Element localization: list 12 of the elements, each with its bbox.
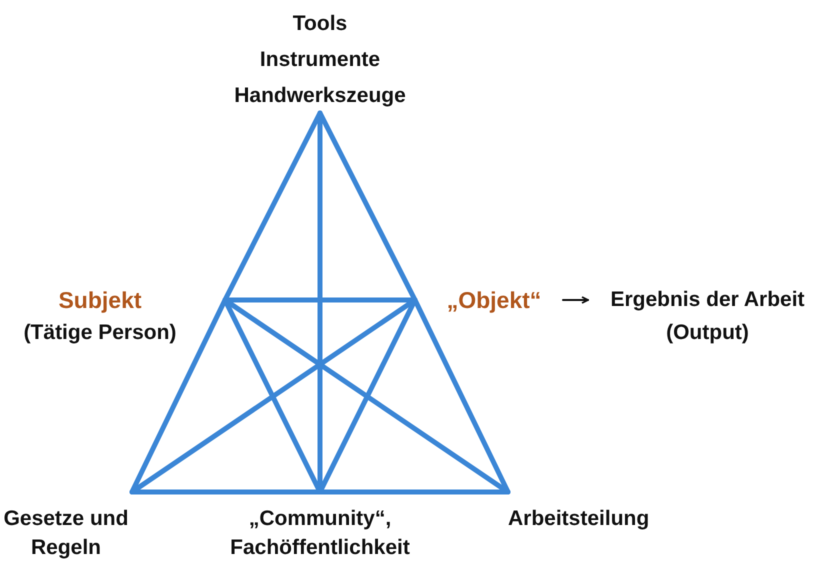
node-label: „Objekt“ (446, 286, 542, 315)
node-label: Ergebnis der Arbeit (610, 287, 805, 313)
connector-line (222, 298, 510, 494)
node-label: Gesetze und Regeln (2, 506, 130, 561)
connector-line (130, 298, 418, 494)
node-label: (Tätige Person) (24, 320, 176, 346)
node-label: „Community“, Fachöffentlichkeit (229, 506, 411, 561)
arrow (562, 296, 589, 304)
node-label: Subjekt (58, 286, 142, 315)
node-label: Arbeitsteilung (508, 506, 650, 532)
node-label: Tools Instrumente Handwerkszeuge (233, 11, 407, 109)
node-label: (Output) (666, 320, 749, 346)
